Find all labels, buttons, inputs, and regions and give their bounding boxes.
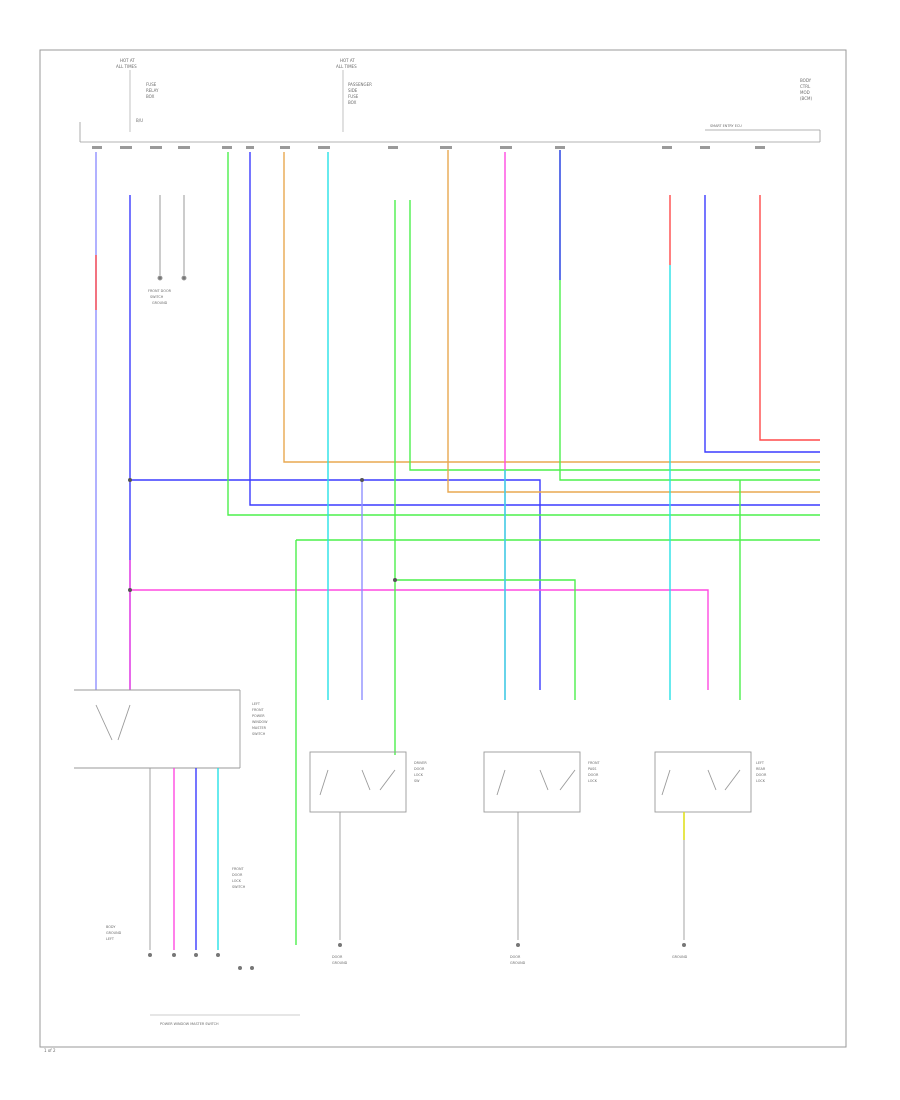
svg-text:REAR: REAR xyxy=(756,767,766,771)
svg-text:DOOR: DOOR xyxy=(588,773,599,777)
pw-bottom-caption: POWER WINDOW MASTER SWITCH xyxy=(150,1014,300,1026)
svg-text:DRIVER: DRIVER xyxy=(414,761,427,765)
svg-text:GROUND: GROUND xyxy=(510,961,526,965)
ground-stubs xyxy=(157,195,187,281)
top-left-label-block: HOT AT ALL TIMES FUSE RELAY BOX B/U xyxy=(116,58,159,132)
svg-text:LOCK: LOCK xyxy=(414,773,424,777)
svg-text:PASS: PASS xyxy=(588,767,596,771)
svg-text:BOX: BOX xyxy=(146,94,155,99)
splice-dots xyxy=(128,478,397,592)
svg-text:RELAY: RELAY xyxy=(146,88,159,93)
top-mid-label-block: HOT AT ALL TIMES PASSENGER SIDE FUSE BOX xyxy=(336,58,372,132)
svg-text:GROUND: GROUND xyxy=(672,955,688,959)
bottom-ground-labels: DOOR GROUND DOOR GROUND GROUND xyxy=(332,955,688,965)
svg-text:GROUND: GROUND xyxy=(332,961,348,965)
svg-text:SW: SW xyxy=(414,779,420,783)
svg-text:SIDE: SIDE xyxy=(348,88,358,93)
svg-text:MASTER: MASTER xyxy=(252,726,267,730)
svg-text:FUSE: FUSE xyxy=(146,82,157,87)
footer-page-ref: 1 of 2 xyxy=(44,1048,56,1053)
switch-labels: DRIVER DOOR LOCK SW FRONT PASS DOOR LOCK… xyxy=(414,761,767,783)
pw-bottom-terminals xyxy=(148,953,254,970)
svg-text:SWITCH: SWITCH xyxy=(150,295,164,299)
svg-text:HOT AT: HOT AT xyxy=(120,58,135,63)
svg-text:SWITCH: SWITCH xyxy=(252,732,266,736)
pin-markers xyxy=(92,146,765,149)
bottom-grounds xyxy=(338,943,686,947)
door-lock-switch-3 xyxy=(654,751,752,940)
svg-text:LOCK: LOCK xyxy=(588,779,598,783)
svg-text:(BCM): (BCM) xyxy=(800,96,812,101)
svg-text:BODY: BODY xyxy=(106,925,116,929)
svg-text:FRONT: FRONT xyxy=(252,708,265,712)
svg-text:POWER: POWER xyxy=(252,714,265,718)
svg-text:PASSENGER: PASSENGER xyxy=(348,82,372,87)
svg-text:HOT AT: HOT AT xyxy=(340,58,355,63)
ground-stub-label: FRONT DOOR SWITCH GROUND xyxy=(148,289,172,305)
svg-text:GROUND: GROUND xyxy=(106,931,122,935)
svg-text:ALL TIMES: ALL TIMES xyxy=(336,64,357,69)
svg-text:SMART ENTRY ECU: SMART ENTRY ECU xyxy=(710,124,742,128)
svg-text:LOCK: LOCK xyxy=(756,779,766,783)
door-lock-switch-1 xyxy=(309,751,407,940)
svg-text:FRONT: FRONT xyxy=(588,761,601,765)
svg-text:DOOR: DOOR xyxy=(232,873,243,877)
svg-text:B/U: B/U xyxy=(136,118,143,123)
svg-text:FUSE: FUSE xyxy=(348,94,359,99)
svg-text:MOD: MOD xyxy=(800,90,810,95)
svg-text:DOOR: DOOR xyxy=(756,773,767,777)
pw-switch-labels: LEFT FRONT POWER WINDOW MASTER SWITCH FR… xyxy=(106,702,268,941)
door-lock-switch-2 xyxy=(483,751,581,940)
svg-text:LEFT: LEFT xyxy=(252,702,261,706)
svg-text:FRONT: FRONT xyxy=(232,867,245,871)
svg-text:FRONT DOOR: FRONT DOOR xyxy=(148,289,172,293)
svg-text:LEFT: LEFT xyxy=(756,761,765,765)
svg-text:CTRL: CTRL xyxy=(800,84,811,89)
svg-text:LEFT: LEFT xyxy=(106,937,115,941)
svg-text:DOOR: DOOR xyxy=(332,955,343,959)
diagram-frame xyxy=(39,49,847,1048)
power-window-master-switch xyxy=(74,689,241,950)
wire-bus-right xyxy=(227,150,820,945)
wire-blue-left xyxy=(95,152,709,690)
top-right-label-block: BODY CTRL MOD (BCM) SMART ENTRY ECU xyxy=(710,78,812,128)
top-connector-strip xyxy=(79,122,821,143)
svg-text:BODY: BODY xyxy=(800,78,812,83)
svg-text:BOX: BOX xyxy=(348,100,357,105)
wire-verticals xyxy=(327,150,741,755)
pw-switch-colored-stubs xyxy=(173,768,219,950)
svg-text:DOOR: DOOR xyxy=(414,767,425,771)
svg-text:DOOR: DOOR xyxy=(510,955,521,959)
svg-text:GROUND: GROUND xyxy=(152,301,168,305)
svg-text:WINDOW: WINDOW xyxy=(252,720,268,724)
svg-text:SWITCH: SWITCH xyxy=(232,885,246,889)
svg-text:ALL TIMES: ALL TIMES xyxy=(116,64,137,69)
svg-text:LOCK: LOCK xyxy=(232,879,242,883)
svg-text:POWER WINDOW MASTER SWITCH: POWER WINDOW MASTER SWITCH xyxy=(160,1022,219,1026)
